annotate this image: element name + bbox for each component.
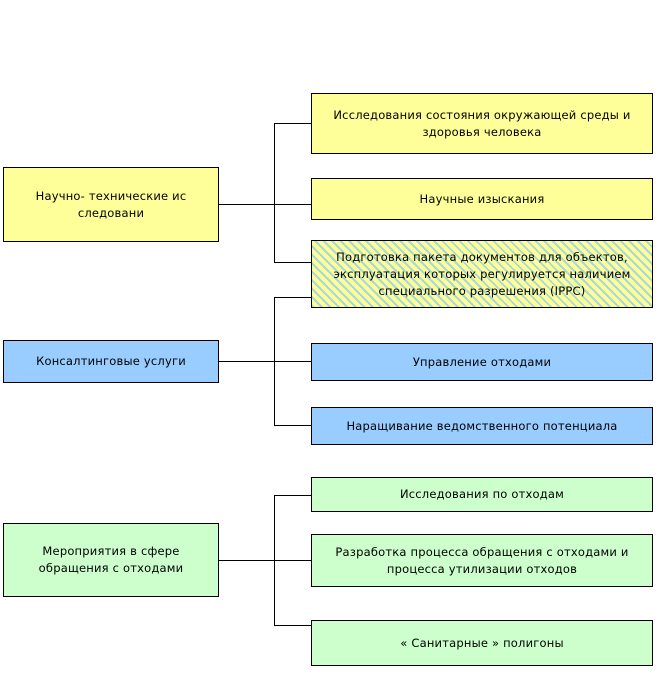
connector-consulting-branch-3 xyxy=(274,425,312,426)
connector-research-branch-2 xyxy=(274,204,312,205)
node-label: Разработка процесса обращения с отходами… xyxy=(335,544,629,576)
node-label: Консалтинговые услуги xyxy=(36,354,186,368)
node-scientific-surveys[interactable]: Научные изыскания xyxy=(311,178,653,220)
connector-research-stem xyxy=(219,204,275,205)
connector-consulting-stem xyxy=(219,361,275,362)
node-capacity-building[interactable]: Наращивание ведомственного потенциала xyxy=(311,407,653,445)
node-waste-management[interactable]: Управление отходами xyxy=(311,343,653,381)
node-label: Научно- технические ис следовани xyxy=(35,188,187,220)
connector-consulting-branch-1 xyxy=(274,297,312,298)
node-waste-research[interactable]: Исследования по отходам xyxy=(311,477,653,512)
node-sanitary-landfills[interactable]: « Санитарные » полигоны xyxy=(311,620,653,666)
node-env-health-research[interactable]: Исследования состояния окружающей среды … xyxy=(311,93,653,154)
node-label: Управление отходами xyxy=(412,354,552,369)
connector-consulting-branch-2 xyxy=(274,361,312,362)
node-label: Подготовка пакета документов для объекто… xyxy=(333,249,631,298)
node-parent-consulting[interactable]: Консалтинговые услуги xyxy=(3,340,219,383)
connector-waste-stem xyxy=(219,560,275,561)
node-label: Исследования по отходам xyxy=(399,487,565,501)
connector-waste-branch-2 xyxy=(274,560,312,561)
node-label: Исследования состояния окружающей среды … xyxy=(333,107,631,139)
connector-research-branch-3 xyxy=(274,262,312,263)
connector-research-trunk xyxy=(274,123,275,263)
node-label: Мероприятия в сфере обращения с отходами xyxy=(38,544,184,575)
connector-waste-branch-1 xyxy=(274,495,312,496)
node-label: Наращивание ведомственного потенциала xyxy=(346,418,618,433)
node-parent-waste-activities[interactable]: Мероприятия в сфере обращения с отходами xyxy=(3,523,219,597)
connector-waste-branch-3 xyxy=(274,625,312,626)
node-label: « Санитарные » полигоны xyxy=(400,635,564,650)
connector-research-branch-1 xyxy=(274,123,312,124)
node-ippc-documents[interactable]: Подготовка пакета документов для объекто… xyxy=(311,240,653,308)
node-parent-research[interactable]: Научно- технические ис следовани xyxy=(3,167,219,242)
node-label: Научные изыскания xyxy=(419,191,545,206)
node-waste-process-development[interactable]: Разработка процесса обращения с отходами… xyxy=(311,534,653,587)
